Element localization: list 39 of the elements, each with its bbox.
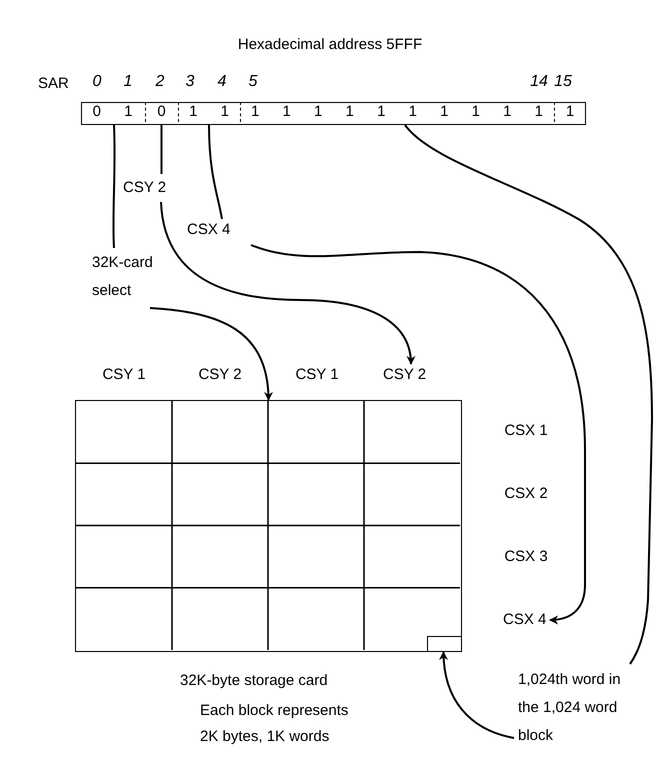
axis-label: CSY 1 [101,365,147,385]
connector-line [160,125,162,174]
word-block-box [426,636,462,652]
node-label: CSY 2 [123,177,190,199]
caption-text: 32K-byte storage card [180,671,329,691]
axis-label: CSY 2 [197,365,243,385]
curved-arrow [150,307,272,401]
bit-number: 1 [122,72,134,92]
bit-field: 0 1 [80,102,144,122]
bit-number: 0 [92,72,102,92]
bit-field: 0 [144,102,178,122]
caption-text: Each block represents 2K bytes, 1K words [200,701,350,747]
bit-number: 3 [184,72,196,92]
node-label: CSX 4 [503,609,549,631]
bit-field: 1 1 1 1 1 1 1 1 1 1 [240,102,554,122]
bit-number: 15 [553,72,573,92]
bit-number: 4 [216,72,228,92]
bit-number: 5 [248,72,258,92]
node-label: CSY 2 [383,364,443,386]
register-box [81,102,586,125]
diagram-title: Hexadecimal address 5FFF [236,35,424,55]
bit-number: 14 [529,72,549,92]
connector-line [208,124,223,220]
node-label: 1,024th word in the 1,024 word block [518,666,626,750]
axis-label: CSY 1 [294,365,340,385]
caption-text: SAR [38,74,70,94]
connector-line [404,124,653,665]
curved-arrow [250,244,586,624]
bit-number: 2 [154,72,166,92]
node-label: 32K-card select [92,248,174,306]
curved-arrow [439,651,514,739]
connector-line [112,124,116,248]
axis-label: CSX 3 [503,547,549,567]
bit-field: 1 1 [178,102,240,122]
node-label: CSX 4 [187,219,251,241]
axis-label: CSX 1 [503,421,549,441]
curved-arrow [160,202,415,365]
axis-label: CSX 2 [503,484,549,504]
bit-field: 1 [554,102,586,122]
